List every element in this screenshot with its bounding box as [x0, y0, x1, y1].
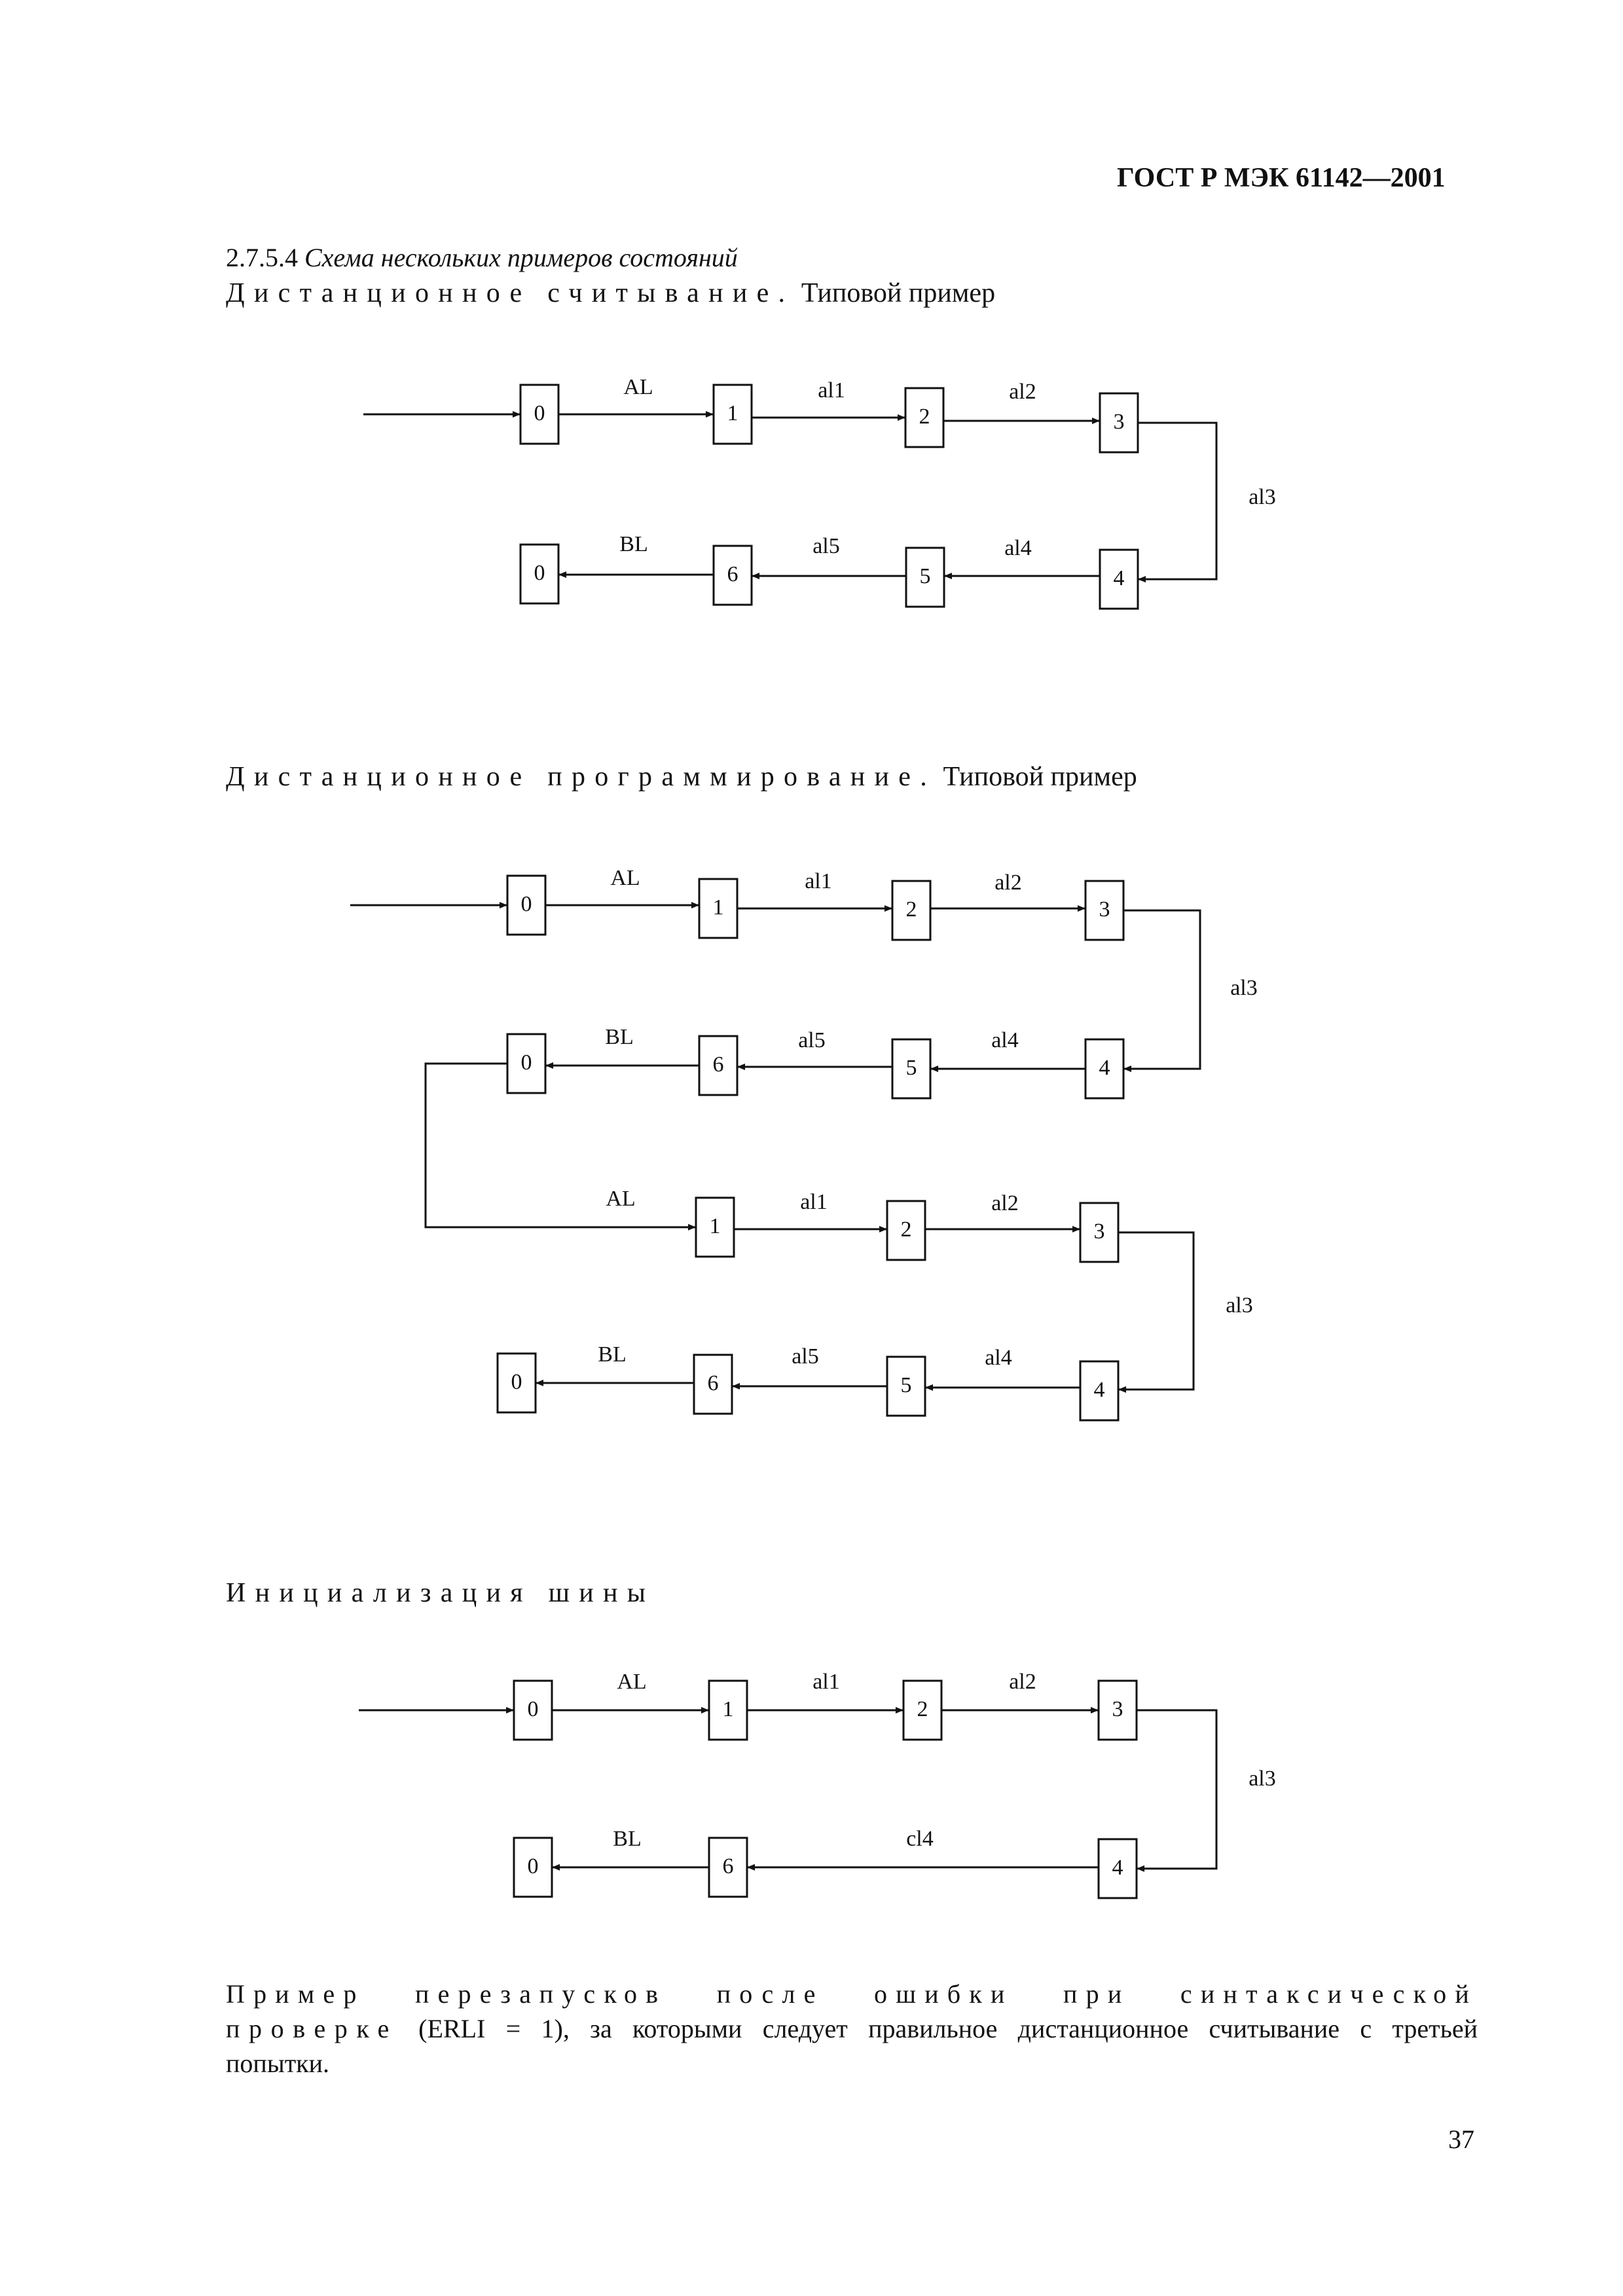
state-number: 3 [1114, 410, 1125, 434]
heading-spaced: Дистанционное программирование. [226, 762, 936, 792]
transition-label: al3 [1226, 1293, 1253, 1318]
transition-label: al5 [798, 1028, 826, 1052]
section-caption: Схема нескольких примеров состояний [304, 243, 738, 272]
state-box [712, 384, 753, 445]
state-box [513, 1837, 553, 1898]
state-number: 1 [727, 401, 739, 425]
state-box [1099, 548, 1139, 610]
state-number: 4 [1094, 1378, 1105, 1402]
state-number: 0 [528, 1697, 539, 1721]
transition-label: al2 [1009, 1670, 1036, 1694]
state-number: 3 [1099, 897, 1110, 922]
state-number: 4 [1112, 1856, 1123, 1880]
page-number: 37 [1448, 2125, 1474, 2154]
transition-label: BL [613, 1827, 641, 1851]
state-box [693, 1354, 733, 1415]
state-number: 5 [901, 1373, 912, 1397]
transition-label: al1 [805, 869, 832, 893]
transition-label: al3 [1230, 976, 1258, 1000]
transition-label: AL [610, 866, 640, 890]
transition-label: al1 [818, 378, 845, 403]
state-number: 4 [1099, 1056, 1110, 1080]
transition-label: AL [617, 1670, 646, 1694]
turn-arrow [1137, 1709, 1218, 1872]
state-number: 1 [710, 1214, 721, 1238]
heading-rest: Типовой пример [943, 762, 1137, 792]
transition-label: al4 [985, 1346, 1012, 1370]
heading-bus-initialization: Инициализация шины [226, 1577, 655, 1609]
state-number: 6 [708, 1371, 719, 1395]
state-box [519, 543, 560, 605]
state-number: 3 [1112, 1697, 1123, 1721]
transition-label: BL [619, 532, 647, 556]
heading-remote-reading: Дистанционное считывание. Типовой пример [226, 278, 995, 309]
state-box [905, 547, 945, 608]
transition-label: BL [605, 1025, 633, 1049]
transition-label: al2 [991, 1191, 1019, 1215]
state-number: 2 [917, 1697, 928, 1721]
state-box [695, 1196, 735, 1258]
diagram-remote-programming [350, 874, 1201, 1422]
state-number: 6 [713, 1052, 724, 1077]
state-number: 5 [920, 564, 931, 588]
state-number: 0 [528, 1854, 539, 1878]
transition-label: al3 [1249, 485, 1276, 509]
state-box [496, 1352, 537, 1414]
state-box [886, 1200, 926, 1261]
state-box [891, 880, 932, 941]
state-number: 6 [727, 562, 739, 586]
state-number: 2 [919, 404, 930, 429]
heading-rest: Типовой пример [801, 278, 996, 308]
transition-label: AL [623, 375, 653, 399]
state-number: 2 [906, 897, 917, 922]
diagram-remote-reading [363, 384, 1218, 610]
paragraph-line: Пример перезапусков после ошибки при син… [226, 1979, 1478, 2009]
state-number: 1 [723, 1697, 734, 1721]
state-number: 0 [521, 892, 532, 916]
state-number: 5 [906, 1056, 917, 1080]
diagram-bus-initialization [359, 1679, 1218, 1899]
state-box [904, 387, 945, 448]
transition-label: al5 [812, 534, 840, 558]
loop-arrow [424, 1062, 696, 1230]
state-number: 4 [1114, 566, 1125, 590]
state-box [891, 1038, 932, 1100]
state-number: 3 [1094, 1219, 1105, 1244]
standard-designation: ГОСТ Р МЭК 61142—2001 [1117, 163, 1446, 193]
turn-arrow [1138, 422, 1218, 583]
transition-label: al4 [1004, 536, 1032, 560]
paragraph-rest: (ERLI = 1), за которыми следует правильн… [418, 2014, 1478, 2043]
transition-label: al2 [1009, 380, 1036, 404]
transition-label: BL [598, 1342, 626, 1367]
transition-label: al1 [812, 1670, 840, 1694]
state-box [1079, 1360, 1120, 1422]
state-number: 0 [521, 1050, 532, 1075]
section-number: 2.7.5.4 [226, 243, 298, 272]
transition-label: cl4 [906, 1827, 934, 1851]
state-number: 0 [534, 561, 545, 585]
section-title: 2.7.5.4 Схема нескольких примеров состоя… [226, 242, 738, 273]
paragraph-spaced-word: проверке [226, 2014, 398, 2043]
state-number: 1 [713, 895, 724, 920]
state-number: 0 [511, 1370, 522, 1394]
state-number: 0 [534, 401, 545, 425]
closing-paragraph: Пример перезапусков после ошибки при син… [226, 1977, 1478, 2081]
transition-label: al3 [1249, 1767, 1276, 1791]
state-box [1097, 1838, 1138, 1899]
paragraph-line: попытки. [226, 2049, 330, 2078]
transition-label: AL [606, 1187, 635, 1211]
transition-label: al5 [792, 1344, 819, 1369]
state-number: 2 [901, 1217, 912, 1242]
paragraph-line: проверке (ERLI = 1), за которыми следует… [226, 2011, 1478, 2046]
turn-arrow [1118, 1231, 1195, 1393]
transition-label: al4 [991, 1028, 1019, 1052]
state-number: 6 [723, 1854, 734, 1878]
transition-label: al2 [994, 870, 1022, 895]
transition-label: al1 [800, 1190, 828, 1214]
heading-remote-programming: Дистанционное программирование. Типовой … [226, 761, 1137, 793]
heading-spaced: Инициализация шины [226, 1578, 655, 1608]
turn-arrow [1123, 909, 1201, 1072]
heading-spaced: Дистанционное считывание. [226, 278, 795, 308]
